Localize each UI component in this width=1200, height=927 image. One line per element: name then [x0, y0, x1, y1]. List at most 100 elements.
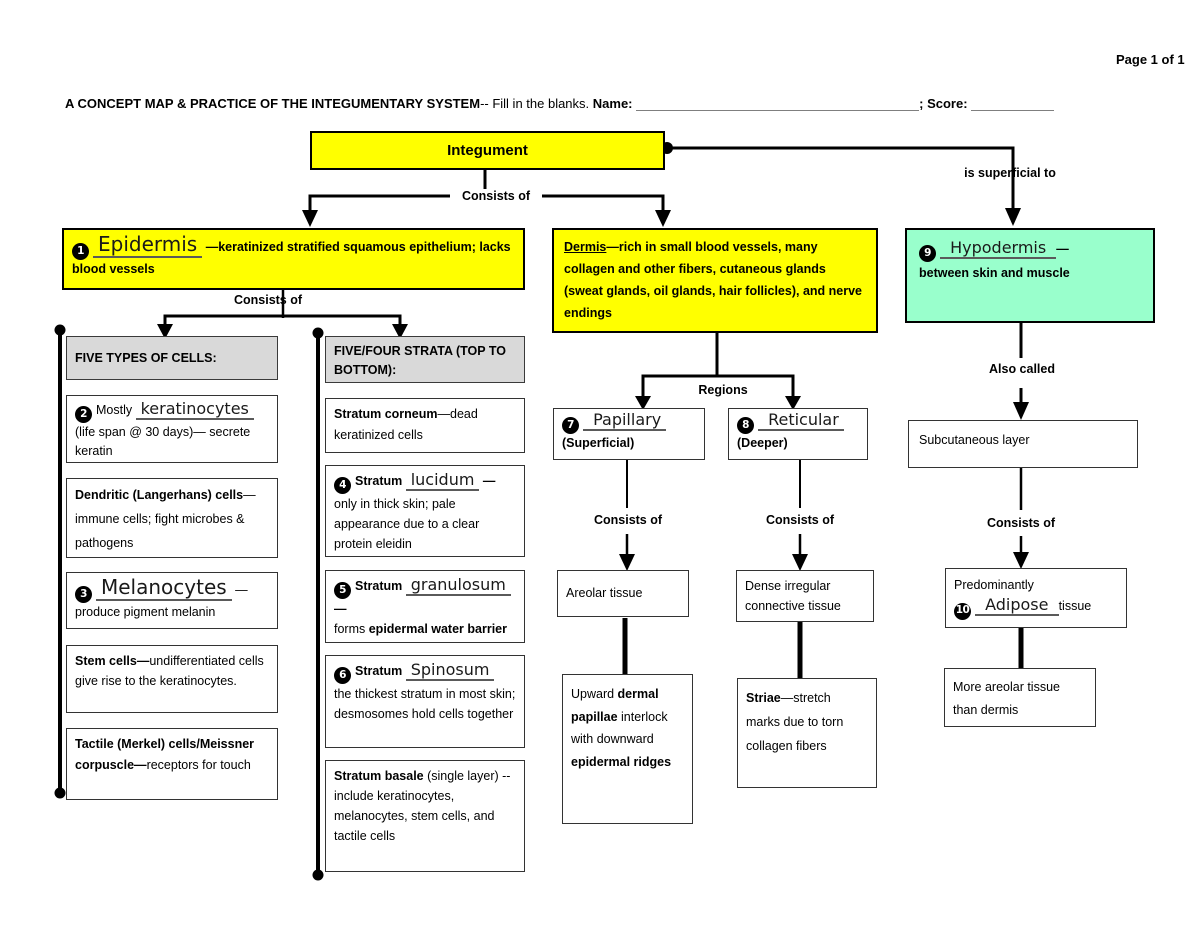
answer-blank: Melanocytes	[96, 575, 232, 601]
text-segment: (Deeper)	[737, 435, 788, 450]
dendritic-cells-node: Dendritic (Langerhans) cells—immune cell…	[66, 478, 278, 558]
number-badge: 9	[919, 244, 936, 262]
keratinocytes-node: 2 Mostly keratinocytes (life span @ 30 day…	[66, 395, 278, 463]
stratum-basale-node: Stratum basale (single layer) -- include…	[325, 760, 525, 872]
number-badge: 10	[954, 602, 971, 620]
number-badge: 7	[562, 416, 579, 434]
text-segment: —	[231, 583, 248, 597]
text-segment: —keratinized stratified squamous epithel…	[72, 240, 511, 276]
subcutaneous-layer-node: Subcutaneous layer	[908, 420, 1138, 468]
cells-column-header: FIVE TYPES OF CELLS:	[66, 336, 278, 380]
title-text: A CONCEPT MAP & PRACTICE OF THE INTEGUME…	[65, 96, 481, 111]
title-subtext: -- Fill in the blanks.	[480, 96, 593, 111]
consists-of-label-root: Consists of	[450, 189, 542, 203]
is-superficial-to-label: is superficial to	[964, 166, 1056, 180]
stratum-lucidum-node: 4 Stratum lucidum — only in thick skin; pa…	[325, 465, 525, 557]
text-segment: epidermal water barrier	[368, 621, 507, 636]
text-segment: Mostly	[96, 403, 136, 417]
more-areolar-node: More areolar tissue than dermis	[944, 668, 1096, 727]
text-segment: only in thick skin; pale appearance due …	[334, 496, 480, 551]
text-segment: Stratum	[355, 579, 406, 593]
number-badge: 8	[737, 416, 754, 434]
text-segment: undifferentiated cells give rise to the …	[75, 654, 264, 688]
text-segment: between skin and muscle	[919, 265, 1070, 280]
text-segment: —	[334, 601, 347, 616]
text-segment: Stratum corneum	[334, 407, 438, 421]
text-segment: (single layer) -- include keratinocytes,…	[334, 769, 511, 843]
text-segment: Stem cells—	[75, 654, 150, 668]
answer-blank: Papillary	[583, 410, 667, 431]
text-segment: —dead keratinized cells	[334, 407, 478, 443]
text-segment: the thickest stratum in most skin; desmo…	[334, 686, 516, 721]
hypodermis-node: 9 Hypodermis — between skin and muscle	[905, 228, 1155, 323]
tactile-cells-node: Tactile (Merkel) cells/Meissner corpuscl…	[66, 728, 278, 800]
answer-blank: Reticular	[758, 410, 844, 431]
number-badge: 3	[75, 585, 92, 603]
regions-label: Regions	[698, 383, 748, 397]
integument-node: Integument	[310, 131, 665, 170]
page-number: Page 1 of 1	[1116, 52, 1185, 67]
text-segment: forms	[334, 621, 369, 636]
stratum-granulosum-node: 5 Stratum granulosum — forms epidermal wate…	[325, 570, 525, 643]
strata-column-header: FIVE/FOUR STRATA (TOP TO BOTTOM):	[325, 336, 525, 383]
consists-of-label-hypodermis: Consists of	[986, 516, 1056, 530]
text-segment: receptors for touch	[146, 758, 251, 773]
text-segment: produce pigment melanin	[75, 604, 216, 619]
areolar-tissue-node: Areolar tissue	[557, 570, 689, 617]
papillary-node: 7 Papillary (Superficial)	[553, 408, 705, 460]
consists-of-label-reticular: Consists of	[765, 513, 835, 527]
answer-blank: Adipose	[975, 595, 1059, 617]
text-segment: Striae	[746, 691, 781, 705]
number-badge: 1	[72, 242, 89, 260]
name-label: Name:	[592, 96, 633, 111]
text-segment: Predominantly	[954, 578, 1034, 592]
also-called-label: Also called	[989, 362, 1055, 376]
text-segment: Upward	[571, 687, 618, 701]
consists-of-label-epidermis: Consists of	[233, 293, 303, 307]
text-segment: interlock with downward	[571, 709, 668, 747]
worksheet-title: A CONCEPT MAP & PRACTICE OF THE INTEGUME…	[65, 96, 1145, 111]
text-segment: Dermis	[564, 240, 607, 254]
answer-blank: lucidum	[405, 470, 480, 491]
adipose-node: Predominantly 10 Adipose tissue	[945, 568, 1127, 628]
score-label: ; Score:	[919, 96, 968, 111]
number-badge: 5	[334, 581, 351, 599]
text-segment: Stratum basale	[334, 769, 424, 783]
text-segment: Dendritic (Langerhans) cells	[75, 488, 244, 502]
text-segment: epidermal ridges	[571, 754, 672, 769]
dermal-papillae-node: Upward dermal papillae interlock with do…	[562, 674, 693, 824]
text-segment: Stratum	[355, 474, 406, 488]
text-segment: Tactile (Merkel) cells/Meissner corpuscl…	[75, 737, 255, 773]
text-segment: Stratum	[355, 664, 406, 678]
stratum-corneum-node: Stratum corneum—dead keratinized cells	[325, 398, 525, 453]
score-blank-field[interactable]	[971, 97, 1055, 111]
reticular-node: 8 Reticular (Deeper)	[728, 408, 868, 460]
text-segment: —	[1056, 242, 1069, 256]
consists-of-label-papillary: Consists of	[593, 513, 663, 527]
answer-blank: keratinocytes	[135, 399, 254, 420]
text-segment: dermal papillae	[571, 687, 659, 724]
stratum-spinosum-node: 6 Stratum Spinosum the thickest stratum in…	[325, 655, 525, 748]
striae-node: Striae—stretch marks due to torn collage…	[737, 678, 877, 788]
answer-blank: Hypodermis	[940, 238, 1057, 259]
text-segment: tissue	[1058, 599, 1092, 614]
dermis-node: Dermis—rich in small blood vessels, many…	[552, 228, 878, 333]
answer-blank: granulosum	[405, 575, 511, 596]
text-segment: —	[479, 474, 496, 488]
text-segment: —stretch marks due to torn collagen fibe…	[746, 691, 844, 753]
dense-irregular-node: Dense irregular connective tissue	[736, 570, 874, 622]
stem-cells-node: Stem cells—undifferentiated cells give r…	[66, 645, 278, 713]
number-badge: 2	[75, 405, 92, 423]
number-badge: 6	[334, 666, 351, 684]
text-segment: —immune cells; fight microbes & pathogen…	[75, 488, 256, 550]
name-blank-field[interactable]	[636, 97, 920, 111]
text-segment: (Superficial)	[562, 435, 635, 450]
number-badge: 4	[334, 476, 351, 494]
text-segment: —rich in small blood vessels, many colla…	[564, 240, 862, 320]
text-segment: (life span @ 30 days)— secrete keratin	[75, 424, 251, 459]
answer-blank: Spinosum	[405, 660, 495, 681]
